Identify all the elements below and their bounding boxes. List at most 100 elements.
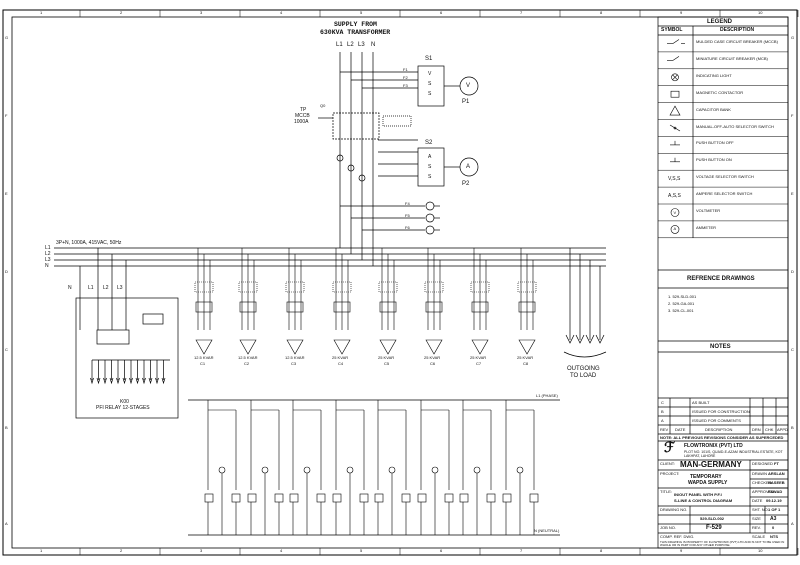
designed-value: FT xyxy=(774,461,779,466)
capacitor-step xyxy=(332,248,352,355)
step-id: C6 xyxy=(430,361,436,366)
checked-value: HASEEB xyxy=(768,480,785,485)
outgoing-feeders xyxy=(563,248,607,358)
client-name: MAN-GERMANY xyxy=(680,460,742,469)
grid-col-bottom: 3 xyxy=(200,548,203,553)
rev-header-date: DATE xyxy=(675,427,686,432)
grid-row-right: E xyxy=(791,191,794,196)
control-branch xyxy=(459,400,496,535)
legend-item-desc: AMPERE SELECTOR SWITCH xyxy=(696,191,753,197)
busbar-description: 3P+N, 1000A, 415VAC, 50Hz xyxy=(56,240,122,246)
legend-item-desc: MAGNETIC CONTACTOR xyxy=(696,89,744,95)
grid-row-right: B xyxy=(791,425,794,430)
grid-row-right: G xyxy=(791,35,795,40)
sheet-value: 1 OF 1 xyxy=(768,507,781,512)
s1-v: V xyxy=(428,71,432,77)
busbars xyxy=(54,247,606,267)
outgoing-sublabel: TO LOAD xyxy=(570,373,597,379)
date-label: DATE xyxy=(752,498,763,503)
relay-input-n: N xyxy=(68,285,72,291)
comp-ref-label: COMP. REF. DWG. xyxy=(660,534,695,539)
breaker-tag: Q0 xyxy=(320,103,326,108)
push-off-icon xyxy=(670,140,680,146)
legend-col-symbol: SYMBOL xyxy=(661,27,683,33)
rev-code-a: A xyxy=(661,418,664,423)
legend-item-desc: CAPACITOR BANK xyxy=(696,106,731,112)
capacitor-step xyxy=(517,248,537,355)
breaker-type: MCCB xyxy=(295,113,310,119)
grid-col-top: 9 xyxy=(680,10,683,15)
grid-row-right: F xyxy=(791,113,794,118)
reference-3: 3. 529-CL-001 xyxy=(668,308,694,313)
rev-header-desc: DESCRIPTION xyxy=(705,427,733,432)
control-branch xyxy=(289,400,326,535)
legend-item-desc: MANUAL-OFF-AUTO SELECTOR SWITCH xyxy=(696,123,774,129)
grid-row-left: F xyxy=(5,113,8,118)
scale-label: SCALE xyxy=(752,534,766,539)
bus-l2: L2 xyxy=(45,251,51,257)
rev-header-rev: REV xyxy=(660,427,669,432)
grid-col-bottom: 10 xyxy=(758,548,763,553)
grid-col-bottom: 4 xyxy=(280,548,283,553)
capacitor-step xyxy=(194,248,214,355)
fuse-f6: F6 xyxy=(405,225,410,230)
voltmeter-symbol: V xyxy=(466,83,471,89)
company-name: FLOWTRONIX (PVT) LTD xyxy=(684,443,743,449)
breaker-label: TP xyxy=(300,107,307,113)
capacitor-step xyxy=(378,248,398,355)
rev-header-drn: DRN xyxy=(752,427,761,432)
relay-wiring xyxy=(75,248,179,419)
legend-item-desc: AMMETER xyxy=(696,224,716,230)
scale-value: NTS xyxy=(770,534,778,539)
grid-col-top: 5 xyxy=(360,10,363,15)
control-neutral-label: N (NEUTRAL) xyxy=(534,528,560,533)
legend-symbol-text: A,S,S xyxy=(668,192,681,199)
step-id: C3 xyxy=(291,361,297,366)
grid-marks xyxy=(79,10,799,555)
mccb-icon xyxy=(667,39,685,44)
project-line1: TEMPORARY xyxy=(690,474,722,480)
size-label: SIZE xyxy=(752,516,761,521)
legend-symbol-text: V,S,S xyxy=(668,175,681,182)
grid-col-bottom: 5 xyxy=(360,548,363,553)
bus-n: N xyxy=(45,263,49,269)
title-line2: S-LINE & CONTROL DIAGRAM xyxy=(674,498,733,503)
contactor-icon xyxy=(670,90,680,98)
rev-code-b: B xyxy=(661,409,664,414)
control-branch xyxy=(204,400,241,535)
legend-item-desc: MULDED CASE CIRCUIT BREAKER (MCCB) xyxy=(696,39,778,44)
step-id: C4 xyxy=(338,361,344,366)
legend-symbol-text: V xyxy=(673,209,677,215)
fuse-f1: F1 xyxy=(403,67,408,72)
title-label: TITLE: xyxy=(660,489,673,494)
p1-label: P1 xyxy=(462,99,470,105)
control-phase-label: L1 (PHASE) xyxy=(536,393,558,398)
grid-row-left: C xyxy=(5,347,8,352)
legend-title: LEGEND xyxy=(707,19,733,25)
phase-label-l3: L3 xyxy=(358,42,365,48)
rev-value: 0 xyxy=(772,525,775,530)
rev-label: REV. xyxy=(752,525,761,530)
relay-input-l1: L1 xyxy=(88,285,94,291)
control-circuit xyxy=(204,400,539,535)
grid-col-bottom: 2 xyxy=(120,548,123,553)
company-address: PLOT NO. 101/S, QUAID-E-AZAM INDUSTRIAL … xyxy=(684,450,783,458)
V xyxy=(670,208,680,217)
capacitor-step xyxy=(424,248,444,355)
grid-col-top: 3 xyxy=(200,10,203,15)
incoming-lines xyxy=(318,52,479,266)
capacitor-step xyxy=(285,248,305,355)
designed-label: DESIGNED xyxy=(752,461,773,466)
grid-col-bottom: 8 xyxy=(600,548,603,553)
grid-col-top: 7 xyxy=(520,10,523,15)
bus-l1: L1 xyxy=(45,245,51,251)
references-title: REFRENCE DRAWINGS xyxy=(687,276,755,282)
supply-subtitle: 630KVA TRANSFORMER xyxy=(320,29,391,36)
legend-item-desc: PUSH BUTTON ON xyxy=(696,157,732,163)
phase-label-l1: L1 xyxy=(336,42,343,48)
sheet-label: SHT. NO. xyxy=(752,507,769,512)
control-branch xyxy=(502,400,539,535)
company-logo: ℱ xyxy=(664,441,676,456)
control-branch xyxy=(374,400,411,535)
